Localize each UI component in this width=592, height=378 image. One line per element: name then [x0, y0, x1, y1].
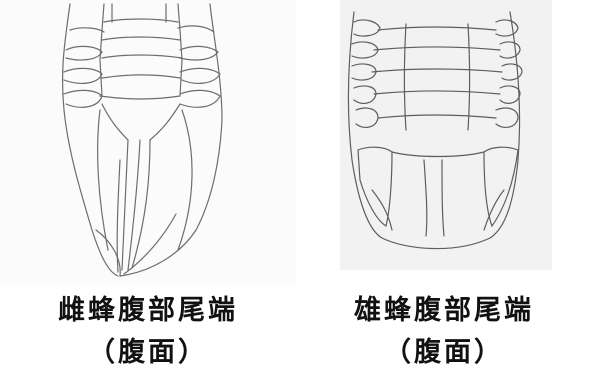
female-abdomen-sketch	[0, 0, 296, 285]
male-abdomen-sketch	[296, 0, 592, 285]
female-caption-subtitle: （腹面）	[0, 330, 296, 369]
male-caption-title: 雄蜂腹部尾端	[296, 288, 592, 327]
male-caption-subtitle: （腹面）	[296, 330, 592, 369]
male-abdomen-figure: 雄蜂腹部尾端 （腹面）	[296, 0, 592, 378]
female-caption-title: 雌蜂腹部尾端	[0, 288, 296, 327]
female-abdomen-figure: 雌蜂腹部尾端 （腹面）	[0, 0, 296, 378]
